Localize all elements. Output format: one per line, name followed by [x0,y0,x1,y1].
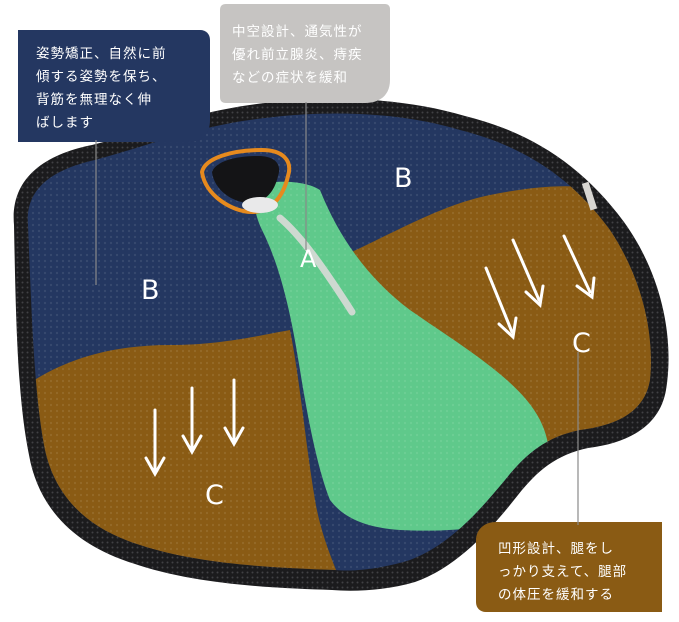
brand-tag [581,181,598,211]
pressure-arrows-left [144,378,245,478]
arrow-icon [511,238,541,302]
callout-concave-text: 凹形設計、腿をし っかり支えて、腿部 の体圧を緩和する [498,541,628,603]
arrow-icon [484,266,514,334]
callout-concave-bg [476,522,662,612]
callout-hollow-bg [220,4,390,103]
zone-label-c-right: C [572,328,591,359]
callout-hollow-text: 中空設計、通気性が 優れ前立腺炎、痔疾 などの症状を緩和 [232,24,363,86]
center-groove [276,214,356,316]
arrow-icon [562,234,592,294]
zone-label-a: A [300,245,317,273]
callout-posture-text: 姿勢矯正、自然に前 傾する姿勢を保ち、 背筋を無理なく伸 ばします [36,46,167,131]
zone-label-b-left: B [141,275,160,306]
pressure-arrows-right [484,234,596,341]
tailbone-cutout [199,147,292,215]
zone-label-b-right: B [394,163,413,194]
zone-label-c-left: C [205,480,224,511]
callout-posture-bg [18,30,210,142]
